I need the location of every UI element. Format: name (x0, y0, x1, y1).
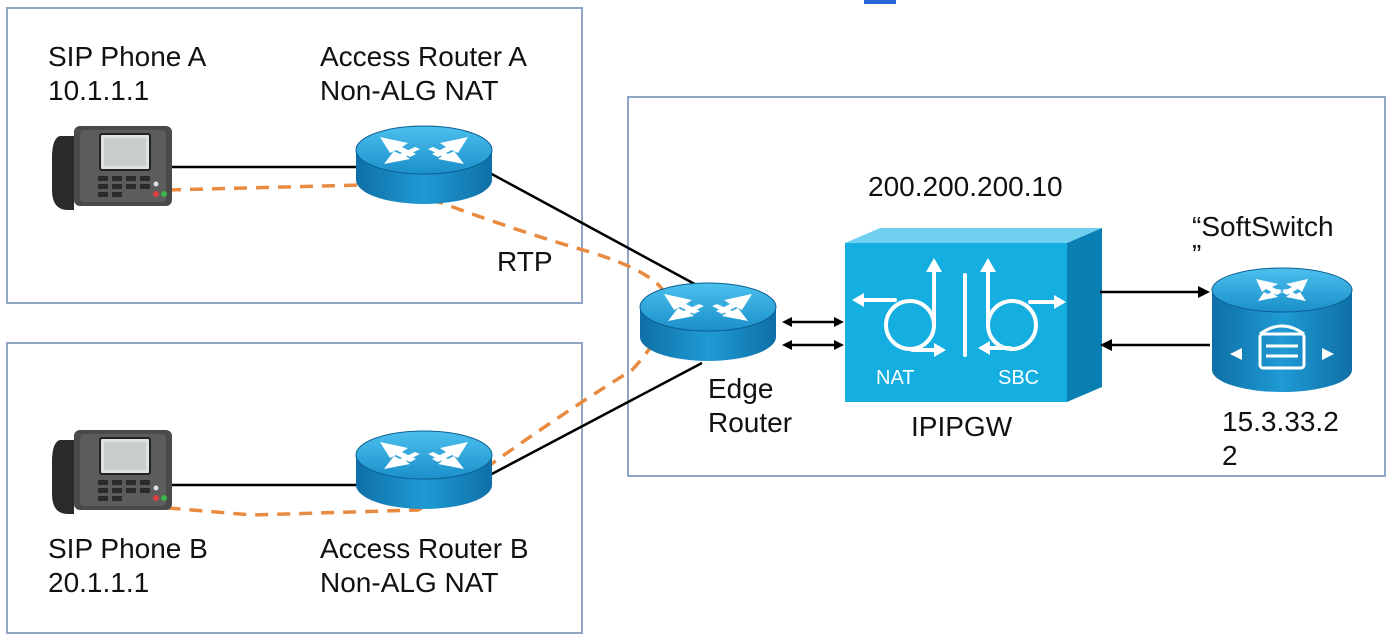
access-router-a-name: Access Router A (320, 41, 527, 72)
softswitch-name-line1: “SoftSwitch (1192, 211, 1334, 242)
softswitch-device-icon (1211, 267, 1353, 392)
edge-router-icon (639, 282, 777, 362)
softswitch-ip-line2: 2 (1222, 440, 1238, 471)
ipipgw-device-icon (845, 228, 1102, 402)
access-router-a-label: Access Router A Non-ALG NAT (320, 40, 527, 108)
edge-router-label: Edge Router (708, 372, 792, 440)
softswitch-ip-label: 15.3.33.2 2 (1222, 405, 1339, 473)
access-router-b-icon (355, 430, 493, 510)
gateway-ip-label: 200.200.200.10 (868, 171, 1063, 202)
sip-phone-b-name: SIP Phone B (48, 533, 208, 564)
gateway-sbc-label: SBC (998, 367, 1039, 389)
softswitch-ip-line1: 15.3.33.2 (1222, 406, 1339, 437)
edge-router-line1: Edge (708, 373, 774, 404)
softswitch-name-line2: ” (1192, 239, 1202, 270)
access-router-b-label: Access Router B Non-ALG NAT (320, 532, 529, 600)
rtp-label: RTP (497, 246, 553, 277)
edge-router-line2: Router (708, 407, 793, 438)
gateway-softswitch-arrows (1100, 286, 1210, 351)
provider-box (627, 96, 1386, 477)
top-artifact (864, 0, 896, 4)
sip-phone-a-ip: 10.1.1.1 (48, 75, 150, 106)
site-b-box (6, 342, 583, 634)
sip-phone-b-ip: 20.1.1.1 (48, 567, 150, 598)
sip-phone-b-icon (51, 429, 173, 515)
access-router-b-nat: Non-ALG NAT (320, 567, 499, 598)
access-router-a-nat: Non-ALG NAT (320, 75, 499, 106)
edge-gateway-arrows (782, 317, 844, 350)
gateway-name-label: IPIPGW (911, 411, 1013, 442)
sip-phone-b-label: SIP Phone B 20.1.1.1 (48, 532, 208, 600)
access-router-a-icon (355, 125, 493, 205)
link-router-a-edge (487, 170, 703, 290)
softswitch-label: “SoftSwitch ” (1192, 210, 1334, 270)
access-router-b-name: Access Router B (320, 533, 529, 564)
link-router-b-edge (487, 361, 703, 478)
sip-phone-a-icon (51, 125, 173, 211)
site-a-box (6, 7, 583, 304)
gateway-nat-label: NAT (876, 367, 915, 389)
sip-phone-a-label: SIP Phone A 10.1.1.1 (48, 40, 206, 108)
sip-phone-a-name: SIP Phone A (48, 41, 207, 72)
